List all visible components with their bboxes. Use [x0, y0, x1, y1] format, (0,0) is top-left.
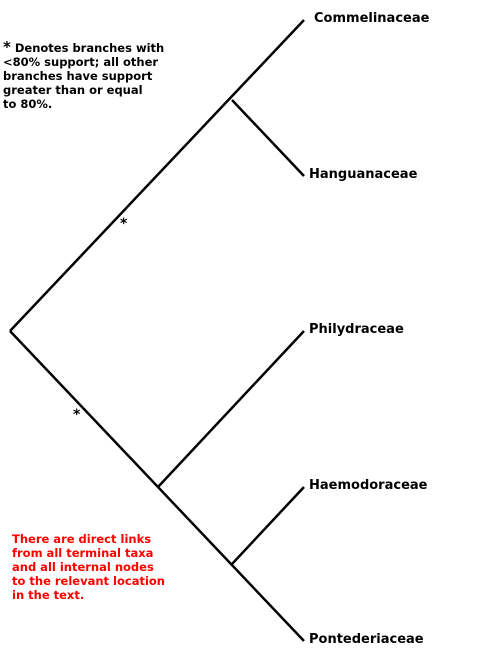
links-note-line: from all terminal taxa	[12, 546, 154, 560]
support-legend: * Denotes branches with <80% support; al…	[3, 38, 165, 112]
links-note-line: and all internal nodes	[12, 560, 154, 574]
support-legend-text: Denotes branches with	[14, 41, 165, 55]
support-legend-line: greater than or equal	[3, 83, 143, 97]
taxon-haemodoraceae[interactable]: Haemodoraceae	[309, 478, 428, 493]
links-note: There are direct links from all terminal…	[12, 532, 165, 602]
support-legend-line: * Denotes branches with	[3, 38, 165, 56]
links-note-line: in the text.	[12, 588, 85, 602]
links-note-line: to the relevant location	[12, 574, 165, 588]
links-note-line: There are direct links	[12, 532, 152, 546]
branch-root-to-commelinaceae[interactable]	[9, 19, 305, 332]
branch-philydraceae[interactable]	[157, 330, 305, 488]
branch-root-to-pontederiaceae[interactable]	[9, 330, 305, 642]
taxon-hanguanaceae[interactable]: Hanguanaceae	[309, 167, 418, 182]
low-support-marker: *	[120, 216, 128, 232]
taxon-commelinaceae[interactable]: Commelinaceae	[314, 11, 430, 26]
support-legend-line: to 80%.	[3, 97, 53, 111]
asterisk-icon: *	[3, 38, 11, 56]
taxon-pontederiaceae[interactable]: Pontederiaceae	[309, 632, 424, 647]
branch-haemodoraceae[interactable]	[231, 486, 305, 565]
taxon-philydraceae[interactable]: Philydraceae	[309, 322, 404, 337]
low-support-marker: *	[73, 407, 81, 423]
support-legend-line: <80% support; all other	[3, 55, 159, 69]
support-legend-line: branches have support	[3, 69, 153, 83]
branch-hanguanaceae[interactable]	[231, 99, 305, 177]
